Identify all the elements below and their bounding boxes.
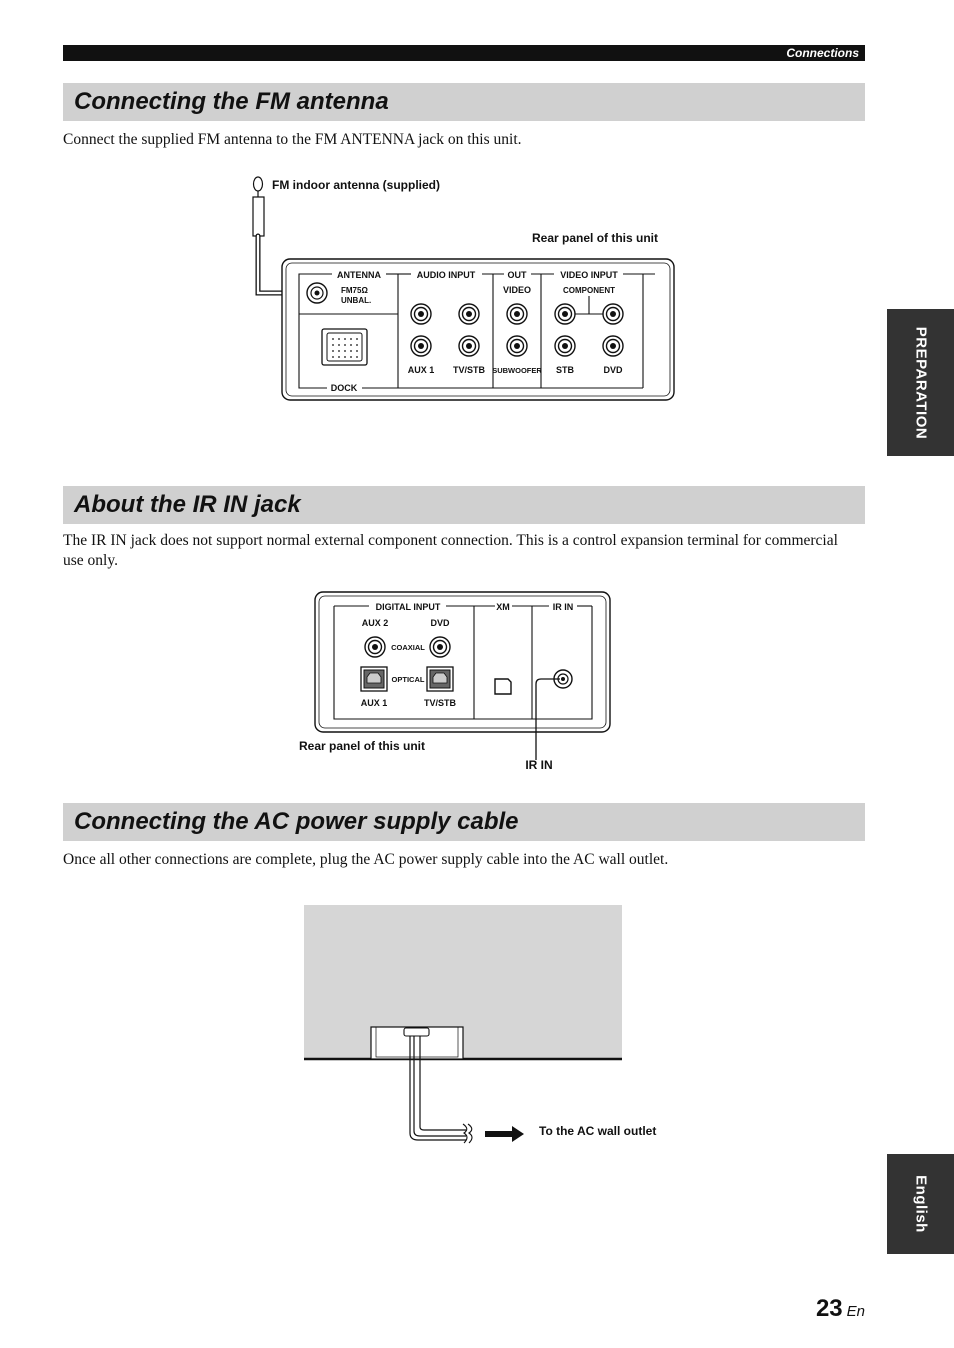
section-fm-antenna-bar: Connecting the FM antenna <box>63 83 865 121</box>
section-title-fm-antenna: Connecting the FM antenna <box>74 88 389 115</box>
ir-in-jack-icon <box>553 669 573 689</box>
coaxial-label: COAXIAL <box>391 643 425 652</box>
section-title-ir-in: About the IR IN jack <box>74 491 301 518</box>
rear-panel-fm: ANTENNA FM75Ω UNBAL. AUDIO INPUT OUT VID… <box>281 258 675 401</box>
arrow-right-icon <box>485 1126 524 1142</box>
fm-panel-label: Rear panel of this unit <box>532 231 658 245</box>
video-out-jack-icon <box>506 303 528 325</box>
aux2-label: AUX 2 <box>362 618 389 628</box>
tvstb-digital-label: TV/STB <box>424 698 457 708</box>
optical-label: OPTICAL <box>392 675 425 684</box>
ac-power-text: Once all other connections are complete,… <box>63 851 669 868</box>
header-bar: Connections <box>63 45 865 61</box>
subwoofer-label: SUBWOOFER <box>492 366 542 375</box>
header-section-label: Connections <box>786 46 859 60</box>
video-label: VIDEO <box>503 285 531 295</box>
ac-outlet-label: To the AC wall outlet <box>539 1124 656 1138</box>
fm-antenna-label: FM indoor antenna (supplied) <box>272 178 440 192</box>
ir-in-text: The IR IN jack does not support normal e… <box>63 532 838 569</box>
aux1-label: AUX 1 <box>408 365 435 375</box>
fm-antenna-diagram: FM indoor antenna (supplied) Rear panel … <box>252 176 675 401</box>
dvd-component-jack-top-icon <box>602 303 624 325</box>
tvstb-label: TV/STB <box>453 365 486 375</box>
ir-in-header-label: IR IN <box>553 602 574 612</box>
xm-label: XM <box>496 602 510 612</box>
dock-connector-icon <box>321 328 368 366</box>
fm-antenna-text: Connect the supplied FM antenna to the F… <box>63 131 522 148</box>
fm-indoor-antenna-icon <box>252 176 319 296</box>
stb-component-jack-bottom-icon <box>554 335 576 357</box>
dvd-coaxial-jack-icon <box>429 636 451 658</box>
ac-power-diagram: To the AC wall outlet <box>304 905 656 1144</box>
unbal-label: UNBAL. <box>341 296 371 305</box>
preparation-side-tab: PREPARATION <box>887 309 954 456</box>
aux1-optical-jack-icon <box>360 666 388 692</box>
stb-label: STB <box>556 365 575 375</box>
fm75-label: FM75Ω <box>341 286 368 295</box>
section-title-ac-power: Connecting the AC power supply cable <box>74 808 519 835</box>
page-language: En <box>846 1303 865 1320</box>
aux1-digital-label: AUX 1 <box>361 698 388 708</box>
tvstb-audio-jack-bottom-icon <box>458 335 480 357</box>
fm-antenna-jack-icon <box>306 282 328 304</box>
ir-in-callout-label: IR IN <box>525 758 552 772</box>
tvstb-audio-jack-top-icon <box>458 303 480 325</box>
tvstb-optical-jack-icon <box>426 666 454 692</box>
xm-jack-icon <box>494 678 512 695</box>
aux1-audio-jack-top-icon <box>410 303 432 325</box>
section-ir-in-bar: About the IR IN jack <box>63 486 865 524</box>
subwoofer-out-jack-icon <box>506 335 528 357</box>
preparation-tab-label: PREPARATION <box>912 326 929 439</box>
ir-panel-label: Rear panel of this unit <box>299 739 425 753</box>
power-cable-icon <box>409 1036 473 1144</box>
english-side-tab: English <box>887 1154 954 1254</box>
page-number-value: 23 <box>815 1295 843 1322</box>
dvd-component-jack-bottom-icon <box>602 335 624 357</box>
out-label: OUT <box>508 270 528 280</box>
english-tab-label: English <box>912 1175 929 1233</box>
dvd-digital-label: DVD <box>430 618 450 628</box>
video-input-label: VIDEO INPUT <box>560 270 618 280</box>
aux1-audio-jack-bottom-icon <box>410 335 432 357</box>
aux2-coaxial-jack-icon <box>364 636 386 658</box>
digital-input-label: DIGITAL INPUT <box>376 602 441 612</box>
stb-component-jack-top-icon <box>554 303 576 325</box>
ir-in-diagram: DIGITAL INPUT XM IR IN AUX 2 DVD COAXIAL… <box>299 591 611 772</box>
dock-label: DOCK <box>331 383 358 393</box>
component-label: COMPONENT <box>563 286 615 295</box>
section-ac-power-bar: Connecting the AC power supply cable <box>63 803 865 841</box>
audio-input-label: AUDIO INPUT <box>417 270 476 280</box>
antenna-label: ANTENNA <box>337 270 381 280</box>
dvd-label: DVD <box>603 365 623 375</box>
